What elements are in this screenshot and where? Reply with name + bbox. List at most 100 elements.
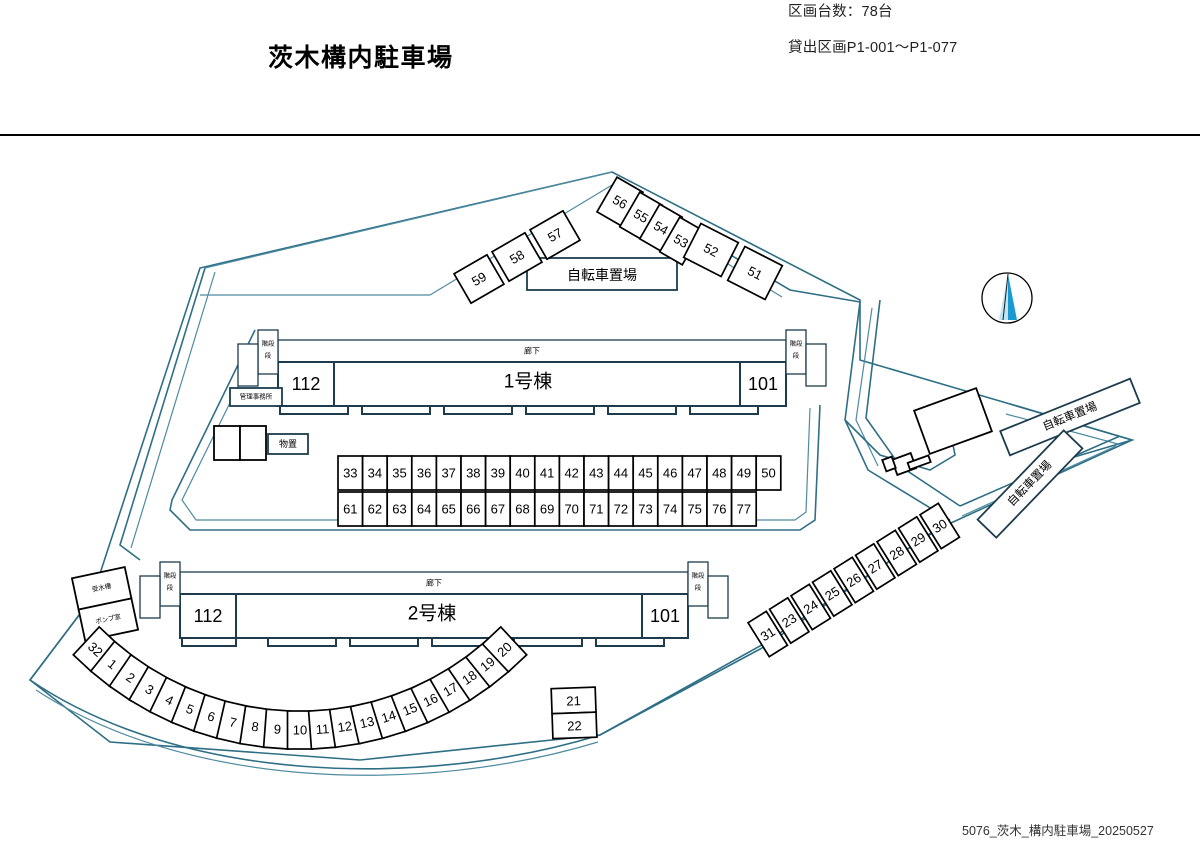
stall-62-box[interactable] [361,491,389,527]
stall-59[interactable]: 59 [452,253,506,305]
stall-67[interactable]: 67 [484,491,512,527]
stall-51[interactable]: 51 [726,245,784,301]
stall-77[interactable]: 77 [730,491,758,527]
stall-73-box[interactable] [632,491,659,527]
stall-23-box[interactable] [768,596,811,645]
stall-29[interactable]: 29 [897,515,940,564]
stall-74[interactable]: 74 [656,491,684,527]
stall-24-box[interactable] [789,583,832,631]
stall-57[interactable]: 57 [528,209,582,261]
stall-70[interactable]: 70 [558,491,585,527]
stall-55[interactable]: 55 [618,191,664,241]
stall-77-box[interactable] [730,491,758,527]
stall-46-box[interactable] [656,455,684,491]
stall-50[interactable]: 50 [755,455,782,491]
stall-19[interactable]: 19 [464,640,511,688]
stall-43-box[interactable] [583,455,610,491]
stall-30[interactable]: 30 [918,502,961,550]
stall-75-box[interactable] [681,491,708,527]
stall-28-box[interactable] [875,529,918,577]
stall-35[interactable]: 35 [386,455,413,491]
stall-65-box[interactable] [435,491,462,527]
stall-57-box[interactable] [528,209,582,261]
stall-8[interactable]: 8 [238,705,272,749]
stall-72-box[interactable] [607,491,635,527]
stall-43-label: 43 [589,466,603,481]
stall-52[interactable]: 52 [682,222,740,278]
stall-41[interactable]: 41 [533,455,561,491]
stall-31-box[interactable] [746,610,789,658]
stall-46[interactable]: 46 [656,455,684,491]
stall-76[interactable]: 76 [706,491,733,527]
stall-20-box[interactable] [481,625,528,674]
stall-44[interactable]: 44 [607,455,635,491]
stall-76-box[interactable] [706,491,733,527]
stall-62[interactable]: 62 [361,491,389,527]
stall-36[interactable]: 36 [410,455,438,491]
stall-31[interactable]: 31 [746,610,789,658]
stall-47-box[interactable] [681,455,708,491]
stall-61[interactable]: 61 [337,491,364,527]
stall-15[interactable]: 15 [390,685,430,733]
stall-48-box[interactable] [706,455,733,491]
stall-43[interactable]: 43 [583,455,610,491]
stall-44-box[interactable] [607,455,635,491]
stall-68[interactable]: 68 [509,491,536,527]
stall-33[interactable]: 33 [337,455,364,491]
stall-30-box[interactable] [918,502,961,550]
stall-50-box[interactable] [755,455,782,491]
building-1-left-unit: 112 [292,374,321,394]
stall-34[interactable]: 34 [361,455,389,491]
stall-72[interactable]: 72 [607,491,635,527]
stall-38[interactable]: 38 [460,455,487,491]
stall-67-box[interactable] [484,491,512,527]
stall-26[interactable]: 26 [832,556,875,604]
stall-58-box[interactable] [490,231,544,283]
stall-40[interactable]: 40 [509,455,536,491]
stall-37[interactable]: 37 [435,455,462,491]
stall-29-box[interactable] [897,515,940,564]
stall-40-box[interactable] [509,455,536,491]
stall-65[interactable]: 65 [435,491,462,527]
stall-51-box[interactable] [726,245,784,301]
stall-66[interactable]: 66 [460,491,487,527]
storage-label: 物置 [279,438,297,449]
stall-27-box[interactable] [854,542,897,591]
stall-75[interactable]: 75 [681,491,708,527]
stall-24[interactable]: 24 [789,583,832,631]
north-arrow-icon [981,272,1033,324]
stall-26-box[interactable] [832,556,875,604]
stall-64[interactable]: 64 [410,491,438,527]
stall-16[interactable]: 16 [409,676,452,724]
stall-37-box[interactable] [435,455,462,491]
stall-25[interactable]: 25 [811,569,854,618]
stall-42[interactable]: 42 [558,455,585,491]
stall-63[interactable]: 63 [386,491,413,527]
stall-69[interactable]: 69 [533,491,561,527]
building-1-stair-right-label: 階段 [790,339,804,348]
stall-69-box[interactable] [533,491,561,527]
stall-63-box[interactable] [386,491,413,527]
stall-39[interactable]: 39 [484,455,512,491]
stall-73[interactable]: 73 [632,491,659,527]
stall-27[interactable]: 27 [854,542,897,591]
stall-71[interactable]: 71 [583,491,610,527]
stall-49-box[interactable] [730,455,758,491]
stall-49[interactable]: 49 [730,455,758,491]
stall-23[interactable]: 23 [768,596,811,645]
stall-2[interactable]: 2 [108,653,153,702]
stall-58[interactable]: 58 [490,231,544,283]
stall-25-box[interactable] [811,569,854,618]
stall-28[interactable]: 28 [875,529,918,577]
stall-59-box[interactable] [452,253,506,305]
building-2-stair-left-label: 階段 [164,571,178,580]
stall-20[interactable]: 20 [481,625,528,674]
stall-47[interactable]: 47 [681,455,708,491]
stall-52-box[interactable] [682,222,740,278]
stall-42-box[interactable] [558,455,585,491]
stall-4[interactable]: 4 [148,676,191,724]
stall-48[interactable]: 48 [706,455,733,491]
stall-45[interactable]: 45 [632,455,659,491]
stall-32[interactable]: 32 [72,625,119,674]
stall-35-box[interactable] [386,455,413,491]
